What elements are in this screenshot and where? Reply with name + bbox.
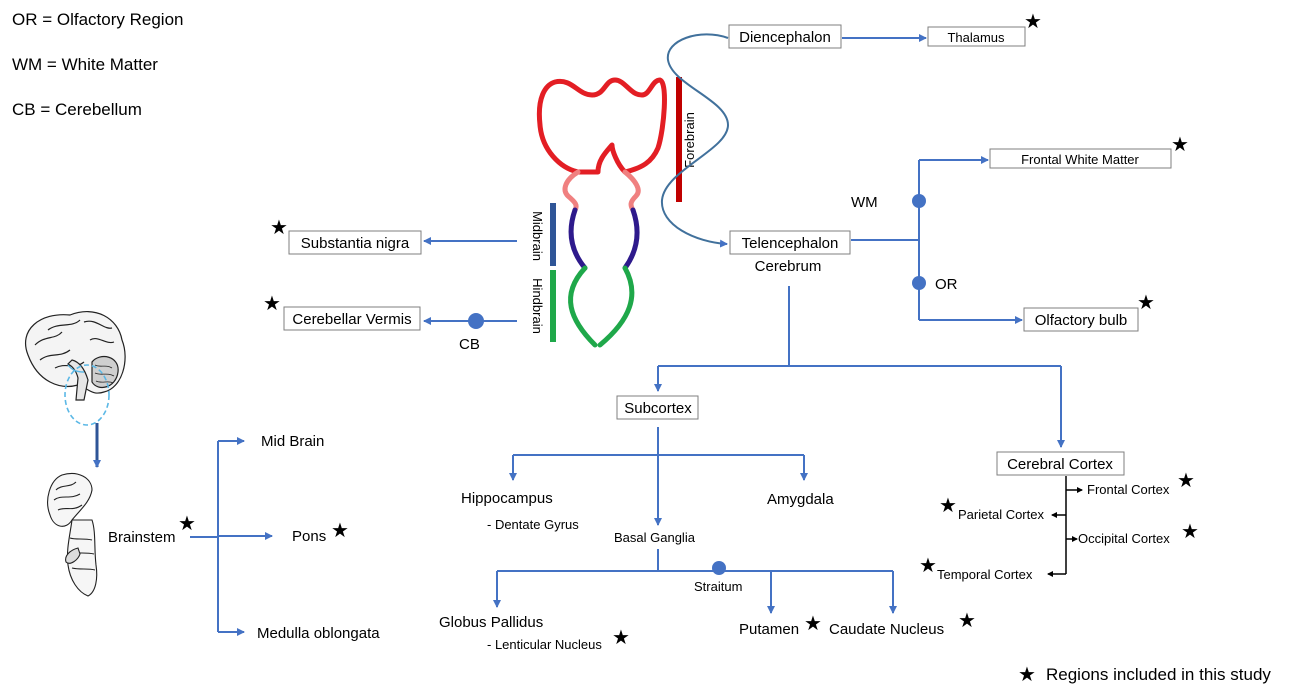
straitum-label: Straitum bbox=[694, 579, 742, 594]
forebrain-bar bbox=[676, 77, 682, 202]
diencephalon-box bbox=[728, 24, 842, 49]
or-node-dot bbox=[912, 276, 926, 290]
star-icon: ★ bbox=[958, 610, 976, 632]
wm-label: WM bbox=[851, 194, 878, 211]
star-icon: ★ bbox=[1018, 664, 1036, 686]
star-icon: ★ bbox=[270, 217, 288, 239]
hindbrain-label: Hindbrain bbox=[530, 278, 545, 334]
cerebellar-vermis-box bbox=[283, 306, 421, 331]
straitum-node-dot bbox=[712, 561, 726, 575]
dentate-gyrus-label: - Dentate Gyrus bbox=[487, 517, 579, 532]
cb-node-dot bbox=[468, 313, 484, 329]
wm-node-dot bbox=[912, 194, 926, 208]
parietal-cortex-label: Parietal Cortex bbox=[958, 507, 1044, 522]
star-icon: ★ bbox=[612, 627, 630, 649]
cortex-branches bbox=[1047, 476, 1083, 577]
subcortex-box bbox=[616, 395, 699, 420]
study-legend-label: Regions included in this study bbox=[1046, 665, 1271, 684]
star-icon: ★ bbox=[1024, 11, 1042, 33]
cerebellar-vermis-label: Cerebellar Vermis bbox=[292, 311, 411, 328]
star-icon: ★ bbox=[804, 613, 822, 635]
star-icon: ★ bbox=[1181, 521, 1199, 543]
star-icon: ★ bbox=[1171, 134, 1189, 156]
basal-ganglia-label: Basal Ganglia bbox=[614, 530, 696, 545]
telencephalon-label: Telencephalon bbox=[742, 235, 839, 252]
star-icon: ★ bbox=[263, 293, 281, 315]
star-icon: ★ bbox=[1137, 292, 1155, 314]
substantia-nigra-label: Substantia nigra bbox=[301, 235, 410, 252]
midbrain-label: Midbrain bbox=[530, 211, 545, 261]
star-icon: ★ bbox=[919, 555, 937, 577]
subcortex-branches bbox=[509, 427, 808, 526]
legend-wm: WM = White Matter bbox=[12, 55, 158, 74]
amygdala-label: Amygdala bbox=[767, 491, 834, 508]
or-label: OR bbox=[935, 276, 958, 293]
cb-label: CB bbox=[459, 336, 480, 353]
occipital-cortex-label: Occipital Cortex bbox=[1078, 531, 1170, 546]
forebrain-split-curve bbox=[660, 33, 730, 248]
thalamus-box bbox=[927, 26, 1026, 47]
midbrain-bar bbox=[550, 203, 556, 266]
telencephalon-box bbox=[729, 230, 851, 255]
globus-pallidus-label: Globus Pallidus bbox=[439, 614, 543, 631]
legend-or: OR = Olfactory Region bbox=[12, 10, 184, 29]
mid-brain-label: Mid Brain bbox=[261, 433, 324, 450]
star-icon: ★ bbox=[1177, 470, 1195, 492]
cerebral-cortex-label: Cerebral Cortex bbox=[1007, 456, 1113, 473]
temporal-cortex-label: Temporal Cortex bbox=[937, 567, 1033, 582]
putamen-label: Putamen bbox=[739, 621, 799, 638]
star-icon: ★ bbox=[178, 513, 196, 535]
cerebrum-label: Cerebrum bbox=[755, 258, 822, 275]
frontal-wm-label: Frontal White Matter bbox=[1021, 152, 1139, 167]
pons-label: Pons bbox=[292, 528, 326, 545]
frontal-wm-box bbox=[989, 148, 1172, 169]
diencephalon-label: Diencephalon bbox=[739, 29, 831, 46]
brainstem-label: Brainstem bbox=[108, 529, 176, 546]
thalamus-label: Thalamus bbox=[947, 30, 1005, 45]
cerebral-cortex-box bbox=[996, 451, 1125, 476]
cerebrum-branches bbox=[654, 286, 1065, 448]
brainstem-branches bbox=[190, 437, 273, 636]
telencephalon-branches bbox=[851, 156, 1023, 324]
hindbrain-bar bbox=[550, 270, 556, 342]
hippocampus-label: Hippocampus bbox=[461, 490, 553, 507]
star-icon: ★ bbox=[939, 495, 957, 517]
lenticular-nucleus-label: - Lenticular Nucleus bbox=[487, 637, 602, 652]
star-icon: ★ bbox=[331, 520, 349, 542]
brainstem-icon bbox=[47, 472, 98, 597]
neural-tube-illustration bbox=[536, 77, 667, 348]
basal-ganglia-branches bbox=[493, 549, 897, 614]
brain-sagittal-icon bbox=[25, 310, 126, 426]
olfactory-bulb-box bbox=[1023, 307, 1139, 332]
caudate-nucleus-label: Caudate Nucleus bbox=[829, 621, 944, 638]
medulla-label: Medulla oblongata bbox=[257, 625, 380, 642]
forebrain-label: Forebrain bbox=[682, 112, 697, 168]
olfactory-bulb-label: Olfactory bulb bbox=[1035, 312, 1128, 329]
substantia-nigra-box bbox=[288, 230, 422, 255]
legend-cb: CB = Cerebellum bbox=[12, 100, 142, 119]
frontal-cortex-label: Frontal Cortex bbox=[1087, 482, 1170, 497]
subcortex-label: Subcortex bbox=[624, 400, 692, 417]
